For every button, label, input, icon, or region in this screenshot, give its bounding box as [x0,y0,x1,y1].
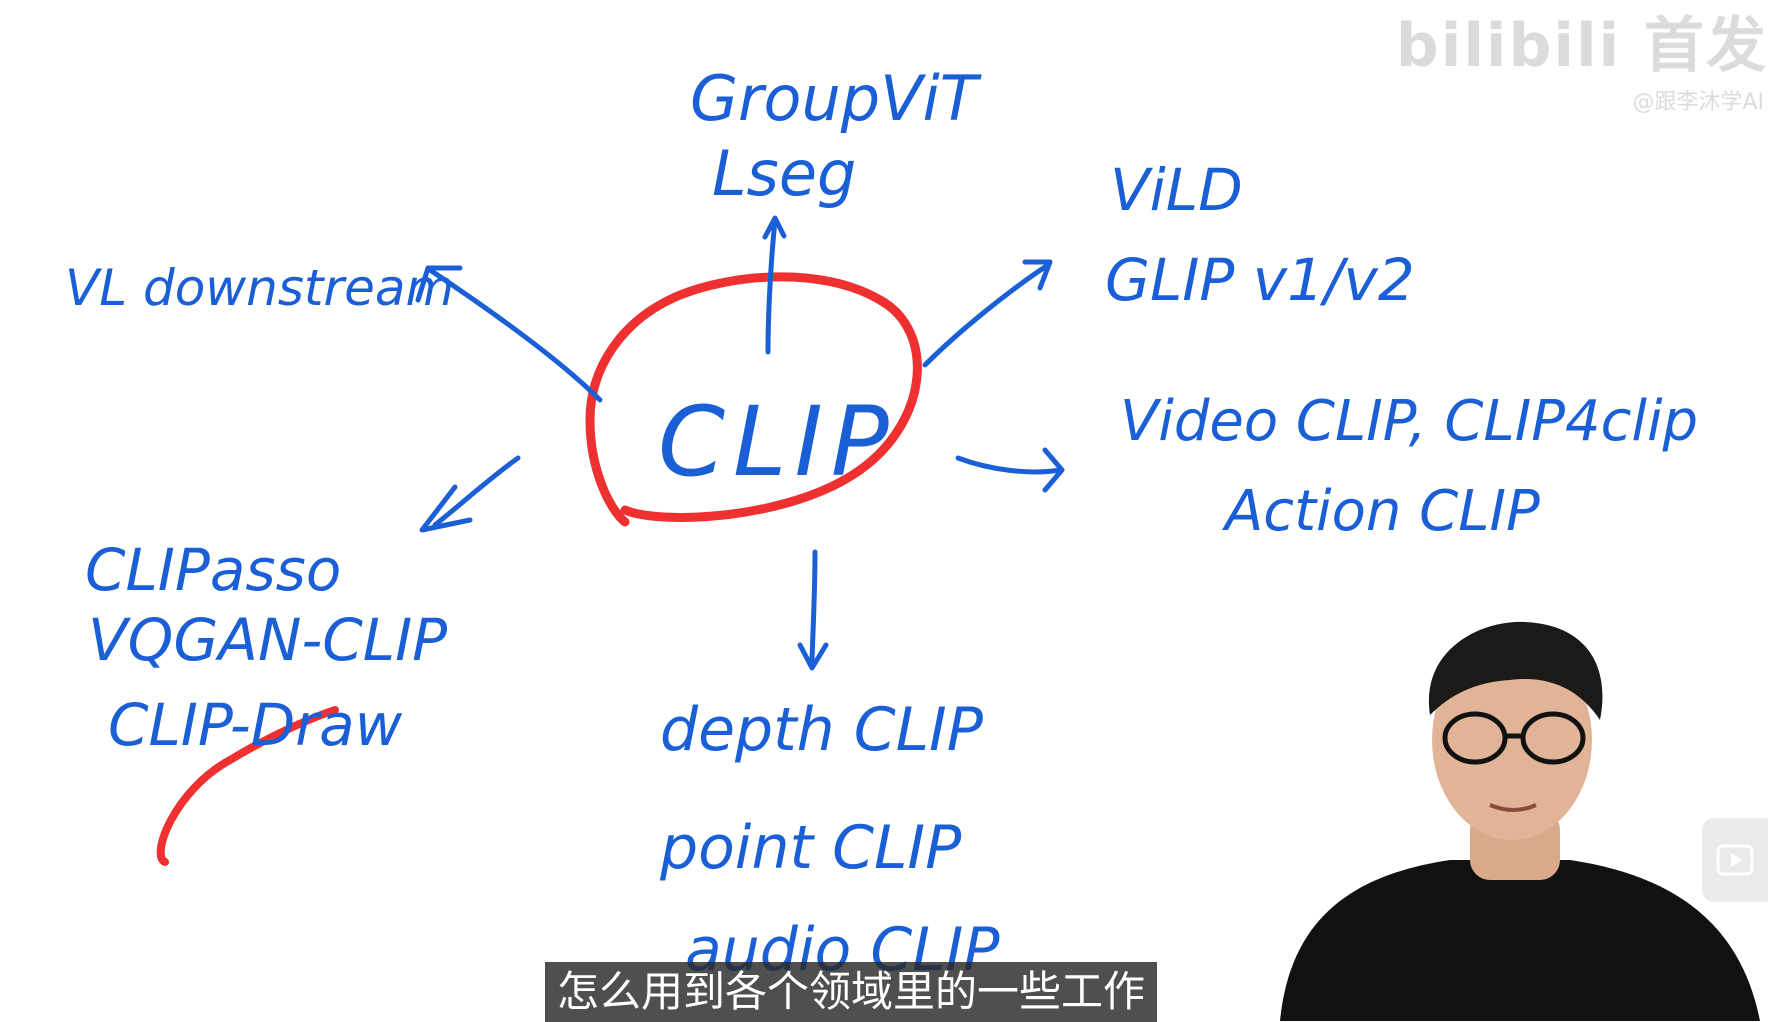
arrow-down-head [797,642,829,671]
red-underline-stroke [156,706,339,866]
label-depthclip: depth CLIP [660,695,984,765]
arrow-up-left [427,267,603,403]
label-vl-downstream: VL downstream [65,259,454,317]
label-lseg: Lseg [712,137,856,210]
presenter-hair [1428,621,1603,720]
play-button[interactable] [1702,818,1768,902]
watermark-account: @跟李沐学AI [1632,90,1764,115]
subtitle-caption: 怎么用到各个领域里的一些工作 [545,962,1158,1022]
arrow-up-right-head [1022,259,1053,291]
arrow-up-head [762,215,787,240]
label-clipasso: CLIPasso [85,536,341,604]
label-clip-draw: CLIP-Draw [108,691,403,759]
arrow-down-left-head [419,484,473,533]
label-actionclip: Action CLIP [1222,479,1540,544]
arrow-right-head [1042,447,1065,493]
presenter-shirt [1280,860,1760,1021]
bilibili-watermark: bilibili 首发 @跟李沐学AI [1396,14,1768,116]
label-vqgan-clip: VQGAN-CLIP [88,606,447,674]
arrow-up-left-head [415,265,463,303]
watermark-brand: bilibili 首发 [1395,11,1768,81]
label-videoclip: Video CLIP, CLIP4clip [1120,389,1698,454]
label-pointclip: point CLIP [659,813,962,883]
label-groupvit: GroupViT [690,62,982,135]
arrow-right [955,455,1063,475]
label-vild: ViLD [1110,156,1243,224]
center-label: CLIP [658,386,897,498]
center-circle [585,272,922,527]
presenter-mouth [1489,803,1537,812]
label-glip: GLIP v1/v2 [1105,246,1415,314]
presenter-video [1270,620,1768,1021]
presenter-face [1432,640,1592,840]
play-icon [1716,844,1754,876]
arrow-up-right [922,262,1051,368]
presenter-glasses [1442,711,1586,765]
arrow-down-left [432,455,521,528]
presenter-figure [1280,621,1760,1021]
arrow-down [809,549,818,663]
arrow-up [765,217,778,355]
